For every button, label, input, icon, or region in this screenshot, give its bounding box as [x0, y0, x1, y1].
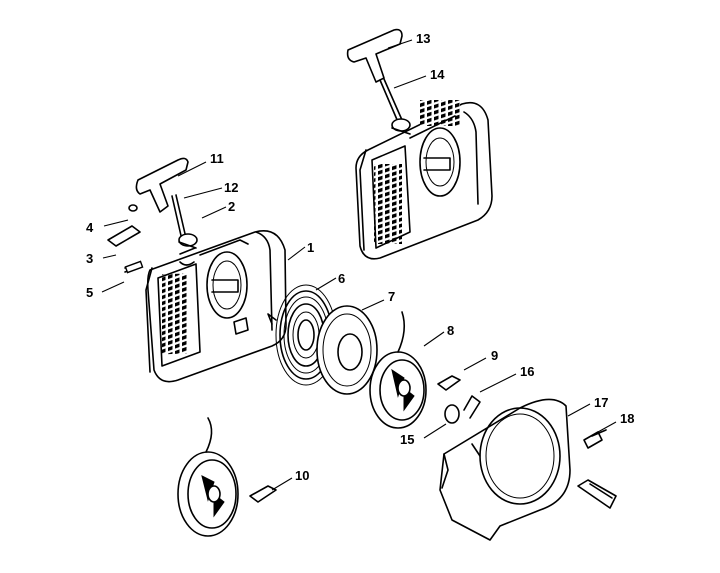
- callout-4: 4: [86, 220, 94, 235]
- starter-grip-upper: [346, 28, 411, 135]
- callout-18: 18: [620, 411, 634, 426]
- callout-11: 11: [210, 151, 224, 166]
- callout-3: 3: [86, 251, 93, 266]
- callout-9: 9: [491, 348, 498, 363]
- fan-housing: [439, 398, 571, 541]
- callout-10: 10: [295, 468, 309, 483]
- starter-grip-left: [135, 157, 198, 249]
- spring-housing-cover: [316, 305, 378, 395]
- callout-2: 2: [228, 199, 235, 214]
- pawl: [437, 375, 461, 391]
- pawl-alt: [249, 485, 277, 503]
- callout-12: 12: [224, 180, 238, 195]
- starter-housing-assembly: [145, 230, 287, 383]
- plug-and-pin-left: [107, 204, 144, 274]
- starter-housing-upper: [355, 100, 493, 260]
- rope-rotor-alt: [177, 417, 239, 537]
- rope-rotor: [369, 311, 427, 429]
- callout-8: 8: [447, 323, 454, 338]
- handle-insert: [577, 479, 617, 509]
- spring-clip: [463, 395, 481, 419]
- callout-17: 17: [594, 395, 608, 410]
- callout-13: 13: [416, 31, 430, 46]
- screw-18: [583, 429, 607, 449]
- callout-1: 1: [307, 240, 314, 255]
- callout-15: 15: [400, 432, 414, 447]
- callout-7: 7: [388, 289, 395, 304]
- washer: [444, 404, 460, 424]
- callout-6: 6: [338, 271, 345, 286]
- callout-5: 5: [86, 285, 93, 300]
- leader-lines: [101, 39, 617, 491]
- callout-14: 14: [430, 67, 445, 82]
- callout-16: 16: [520, 364, 534, 379]
- callout-labels: 1 2 3 4 5 6 7 8 9 10 11 12 13 14 15 16 1…: [86, 31, 634, 483]
